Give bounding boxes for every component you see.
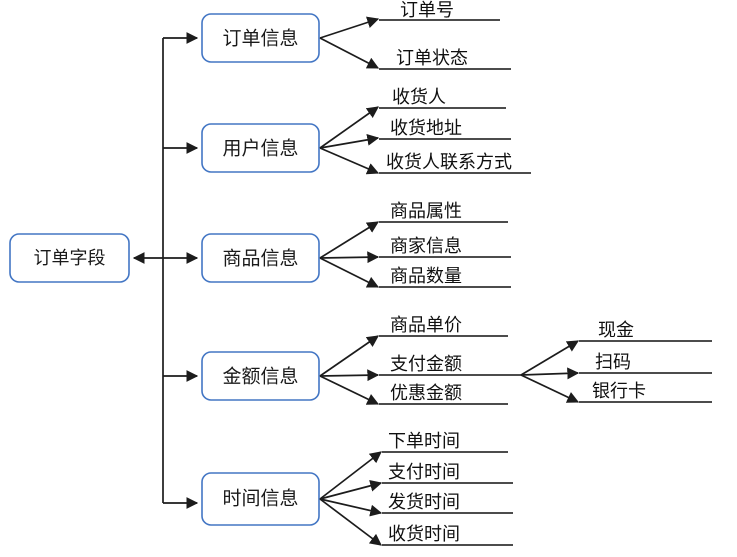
leaf-label-consignee: 收货人 [392,87,446,108]
leaf-connector-order-time [319,451,382,500]
leaf-connector-cash [520,340,580,376]
branch-group-time-info: 时间信息 下单时间 支付时间 发货时间 收货时间 [163,431,513,546]
leaf-connector-consignee [319,106,379,149]
branch-group-order-info: 订单信息 订单号 订单状态 [163,0,511,70]
leaf-connector-product-attr [319,221,380,259]
branch-node-time-info[interactable] [201,472,320,526]
leaf-label-pay-time: 支付时间 [388,462,460,483]
branch-label-amount-info: 金额信息 [222,366,298,388]
branch-group-user-info: 用户信息 收货人 收货地址 收货人联系方式 [163,87,531,175]
leaf-label-scan-code: 扫码 [595,352,631,373]
leaf-label-cash: 现金 [598,320,634,341]
root-node-box[interactable] [9,233,130,283]
leaf-label-paid-amount: 支付金额 [390,354,462,375]
leaf-connector-ship-time [319,498,383,517]
branch-label-user-info: 用户信息 [222,138,298,160]
leaf-label-unit-price: 商品单价 [390,315,462,336]
leaf-connector-address [319,133,380,149]
leaf-connector-merchant-info [319,251,380,264]
leaf-label-order-no: 订单号 [400,0,454,21]
leaf-label-bank-card: 银行卡 [592,381,646,402]
leaf-label-address: 收货地址 [390,118,462,139]
leaf-connector-discount-amount [319,375,380,405]
branch-node-product-info[interactable] [201,233,320,283]
leaf-label-order-status: 订单状态 [396,48,468,69]
leaf-connector-order-status [319,37,380,69]
branch-group-amount-info: 金额信息 商品单价 支付金额 优惠金额 [163,315,521,405]
leaf-label-discount-amount: 优惠金额 [390,383,462,404]
leaf-connector-contact [319,147,380,175]
branch-node-order-info[interactable] [201,13,320,63]
branch-node-user-info[interactable] [201,123,320,173]
branch-label-order-info: 订单信息 [222,28,298,50]
leaf-label-receive-time: 收货时间 [388,524,460,545]
leaf-label-ship-time: 发货时间 [388,492,460,513]
root-node-label: 订单字段 [34,248,106,269]
leaf-label-merchant-info: 商家信息 [390,236,462,257]
root-node[interactable]: 订单字段 [9,233,130,283]
sub-branch-group-payment-methods: 现金 扫码 银行卡 [520,320,712,403]
branch-label-product-info: 商品信息 [222,248,298,270]
leaf-label-order-time: 下单时间 [388,431,460,452]
leaf-connector-receive-time [319,498,382,546]
leaf-label-product-qty: 商品数量 [390,266,462,287]
leaf-connector-product-qty [319,257,380,288]
branch-label-time-info: 时间信息 [222,488,298,510]
leaf-connector-order-no [319,16,380,39]
leaf-connector-paid-amount [319,369,380,382]
branch-node-amount-info[interactable] [201,351,320,401]
leaf-connector-scan-code [520,367,580,380]
branch-group-product-info: 商品信息 商品属性 商家信息 商品数量 [163,201,511,288]
leaf-label-contact: 收货人联系方式 [386,152,512,173]
leaf-connector-bank-card [520,374,580,403]
leaf-label-product-attr: 商品属性 [390,201,462,222]
leaf-connector-unit-price [319,335,379,377]
leaf-connector-pay-time [319,479,383,500]
